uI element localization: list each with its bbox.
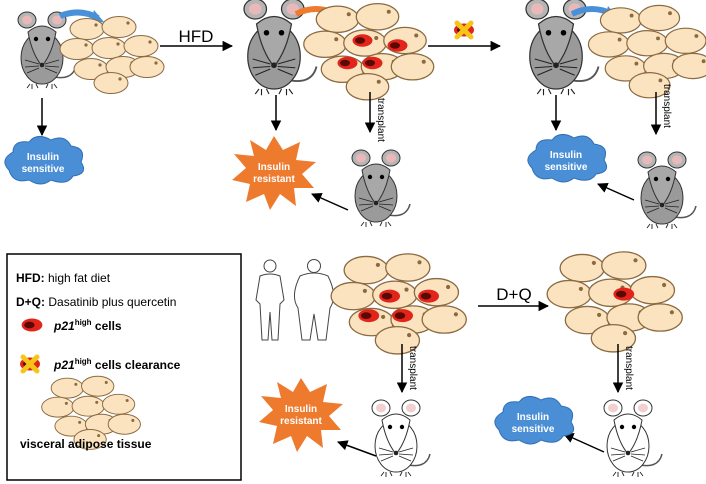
transplant-label-1: transplant [375, 98, 386, 142]
insulin-resistant-label-2: Insulin [285, 404, 317, 415]
mouse-recipient-2 [637, 151, 697, 230]
insulin-sensitive-label-1: Insulin [27, 152, 59, 163]
hfd-label: HFD [179, 27, 214, 46]
mouse-obese-treated [525, 0, 600, 97]
human-obese [294, 259, 334, 341]
legend-p21-clearance: p21high cells clearance [53, 357, 181, 372]
transplant-label-3: transplant [407, 346, 418, 390]
legend: HFD: high fat diet D+Q: Dasatinib plus q… [6, 253, 242, 481]
dq-label: D+Q [496, 285, 531, 304]
human-adipose-treated [547, 252, 682, 352]
hfd-arrow: HFD [160, 27, 234, 52]
legend-p21-cell-icon [21, 318, 43, 332]
mouse-recipient-1 [351, 149, 411, 228]
transplant-label-4: transplant [623, 346, 634, 390]
svg-text:sensitive: sensitive [512, 424, 555, 435]
human-adipose-senescent [331, 254, 466, 354]
row1-panel3: Insulin sensitive transplant [525, 0, 706, 230]
insulin-resistant-burst-2 [259, 378, 343, 452]
adipose-tissue-cleared [588, 5, 706, 97]
row1-panel1: Insulin sensitive [4, 9, 164, 185]
row2: transplant Insulin resistant D+Q transpl… [255, 252, 682, 478]
svg-text:sensitive: sensitive [22, 164, 65, 175]
insulin-sensitive-label-3: Insulin [517, 412, 549, 423]
adipose-tissue-senescent [304, 4, 434, 100]
insulin-sensitive-label-2: Insulin [550, 150, 582, 161]
insulin-resistant-label-1: Insulin [258, 162, 290, 173]
svg-text:sensitive: sensitive [545, 162, 588, 173]
legend-clearance-icon [20, 357, 40, 371]
legend-vat: visceral adipose tissue [20, 437, 152, 451]
clearance-x-icon [454, 23, 474, 37]
insulin-resistant-burst-1 [232, 136, 316, 210]
transplant-label-2: transplant [661, 84, 672, 128]
legend-p21-cells: p21high cells [53, 318, 122, 333]
svg-text:resistant: resistant [253, 174, 295, 185]
row1-panel2: Insulin resistant transplant [232, 0, 434, 228]
legend-dq: D+Q: Dasatinib plus quercetin [16, 295, 176, 309]
human-lean [255, 259, 285, 341]
legend-hfd: HFD: high fat diet [16, 271, 111, 285]
svg-text:resistant: resistant [280, 416, 322, 427]
mouse-recipient-4 [603, 399, 663, 478]
clearance-arrow [428, 23, 502, 52]
adipose-tissue-healthy [60, 17, 164, 94]
mouse-recipient-3 [371, 399, 431, 478]
